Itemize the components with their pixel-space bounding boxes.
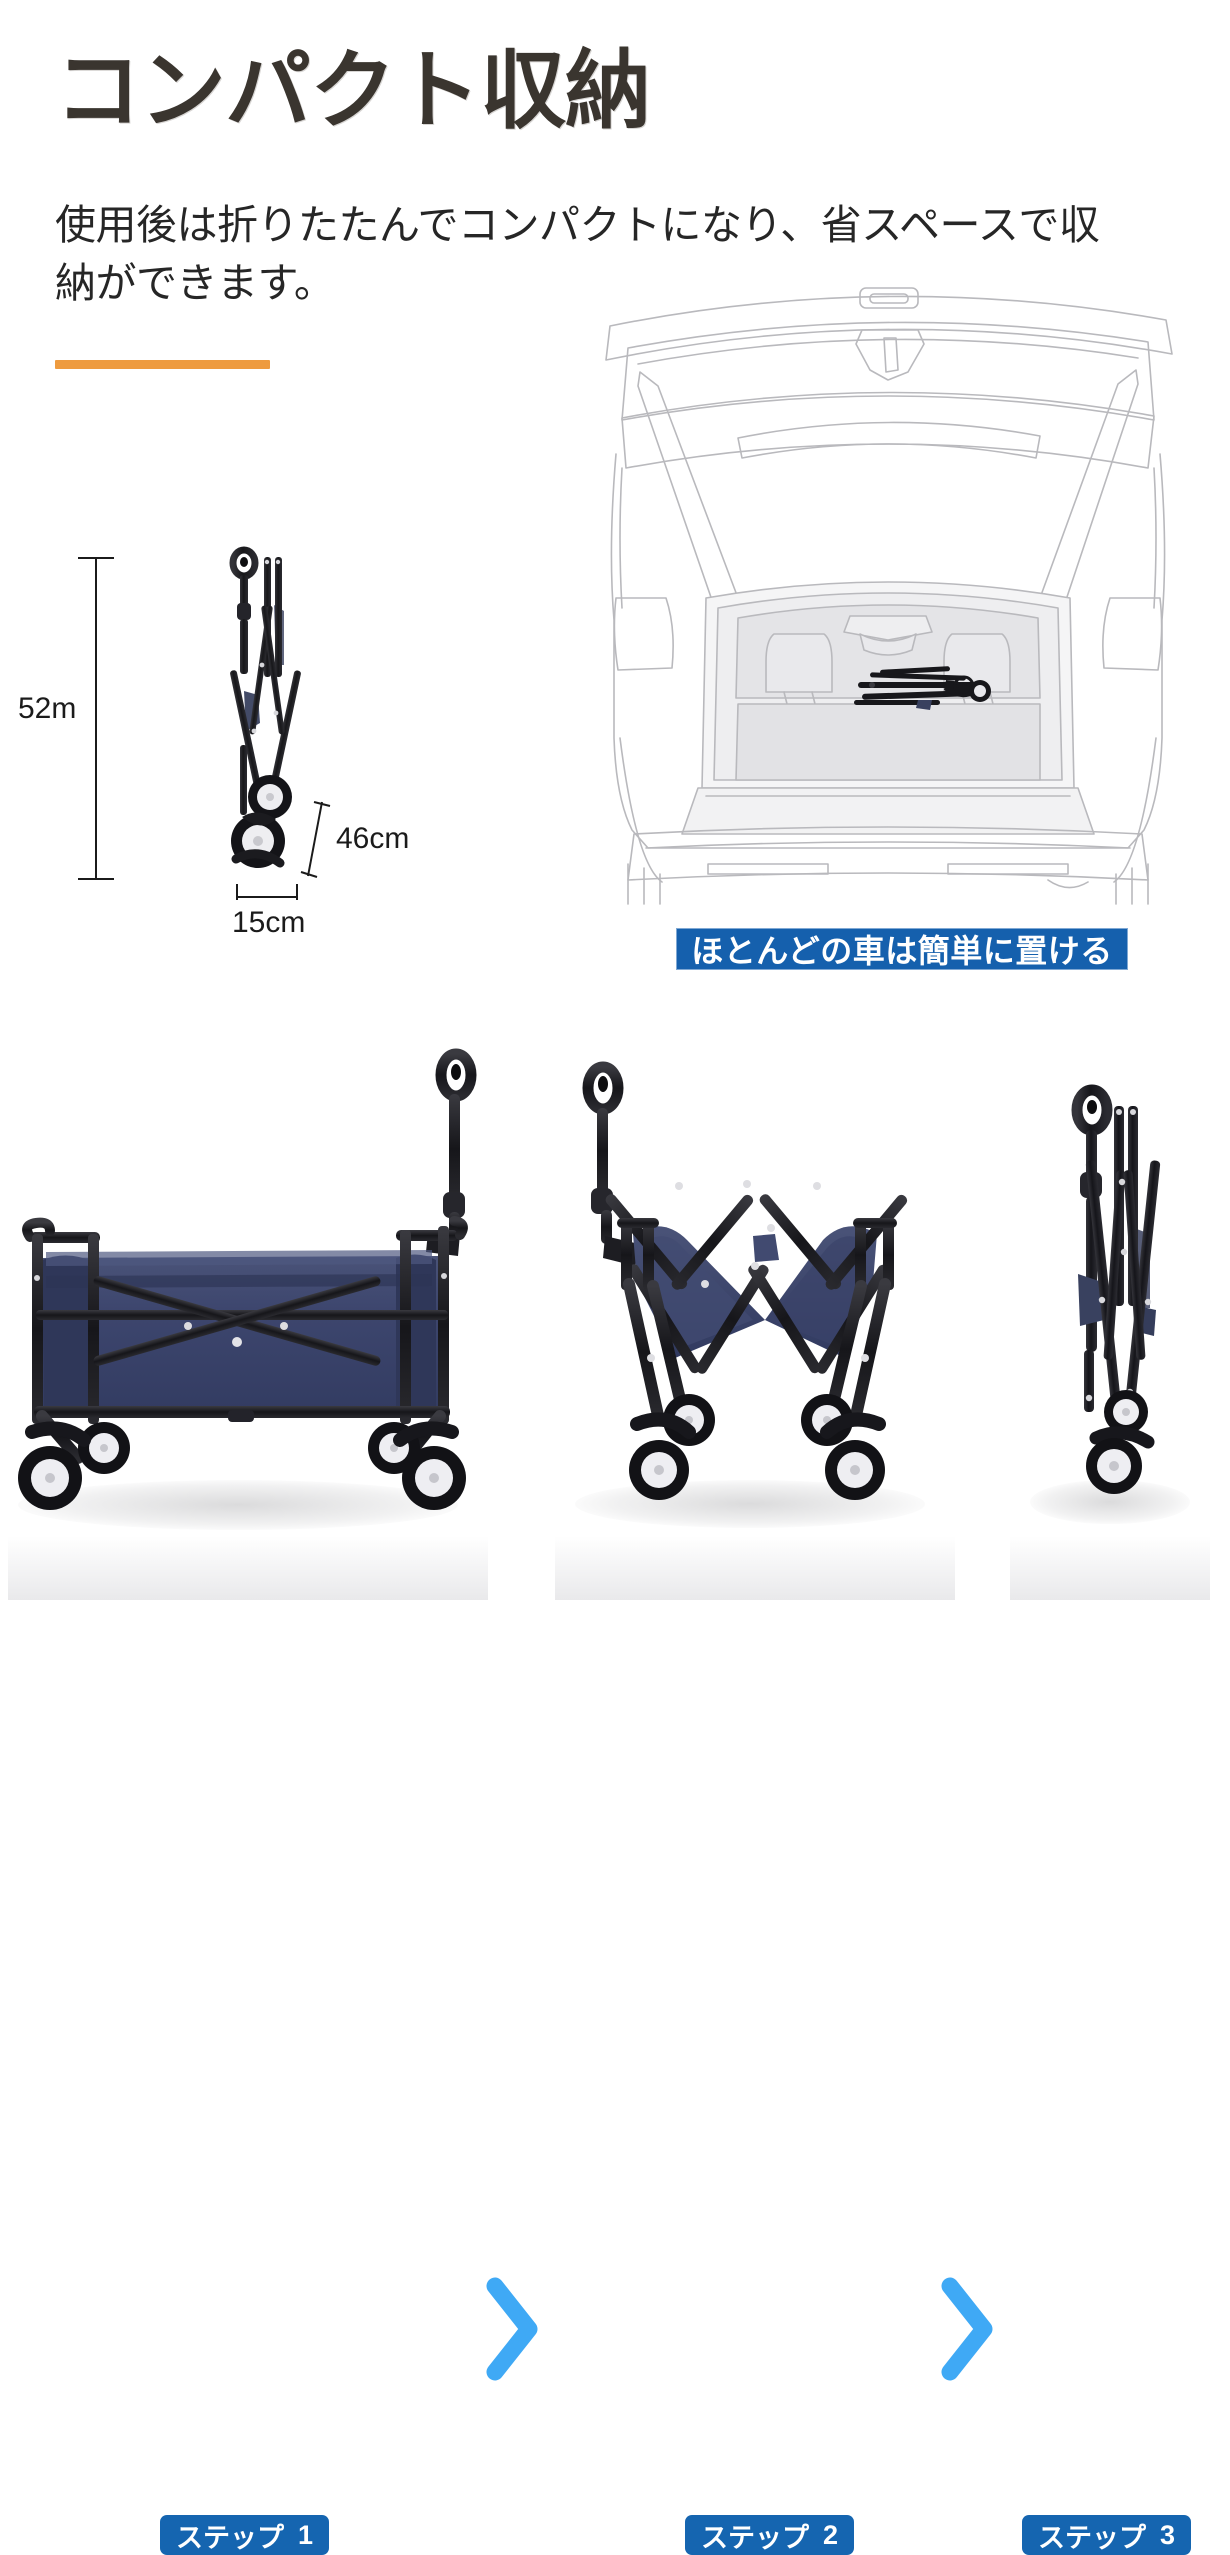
width-dimension-label: 15cm [232, 906, 306, 939]
height-dimension-label: 52m [18, 692, 77, 725]
step-panel-1 [8, 1010, 488, 1600]
step-badge-number: 1 [298, 2519, 314, 2550]
height-dimension-line [95, 558, 97, 880]
header-block: コンパクト収納 使用後は折りたたんでコンパクトになり、省スペースで収納ができます… [0, 0, 1230, 400]
car-trunk-illustration [588, 268, 1188, 908]
step-badge-number: 3 [1160, 2519, 1176, 2550]
step-panel-2 [555, 1010, 955, 1600]
height-dimension-cap-top [78, 557, 114, 559]
chevron-right-icon [941, 2277, 993, 2381]
car-caption-banner: ほとんどの車は簡単に置ける [676, 928, 1128, 970]
depth-dimension-line [300, 801, 331, 878]
wagon-half-folded-illustration [582, 1061, 908, 1500]
width-dimension-cap-left [236, 884, 238, 900]
step-panel-3 [1010, 1010, 1210, 1600]
folded-wagon-in-trunk [854, 666, 991, 710]
suv-outline-drawing [605, 287, 1173, 905]
car-caption-text: ほとんどの車は簡単に置ける [691, 933, 1113, 969]
page-subtitle: 使用後は折りたたんでコンパクトになり、省スペースで収納ができます。 [55, 202, 1100, 307]
page-title: コンパクト収納 [55, 43, 651, 139]
step-badge-word: ステップ [701, 2522, 809, 2553]
step-badge-1: ステップ 1 [160, 2515, 330, 2555]
step-badge-word: ステップ [176, 2522, 284, 2553]
depth-dimension-label: 46cm [336, 822, 410, 855]
accent-underline-bar [55, 360, 270, 369]
step-badge-word: ステップ [1038, 2522, 1146, 2553]
wagon-folded-illustration [1071, 1084, 1161, 1494]
height-dimension-cap-bottom [78, 878, 114, 880]
width-dimension-line [236, 896, 298, 898]
wagon-opened-illustration [18, 1048, 477, 1510]
folded-wagon-illustration [229, 546, 301, 868]
chevron-right-icon [486, 2277, 538, 2381]
fold-steps-section: ステップ 1 ステップ 2 ステップ 3 [0, 1010, 1230, 2555]
step-badge-3: ステップ 3 [1022, 2515, 1192, 2555]
step-badge-2: ステップ 2 [685, 2515, 855, 2555]
step-badge-number: 2 [823, 2519, 839, 2550]
width-dimension-cap-right [296, 884, 298, 900]
